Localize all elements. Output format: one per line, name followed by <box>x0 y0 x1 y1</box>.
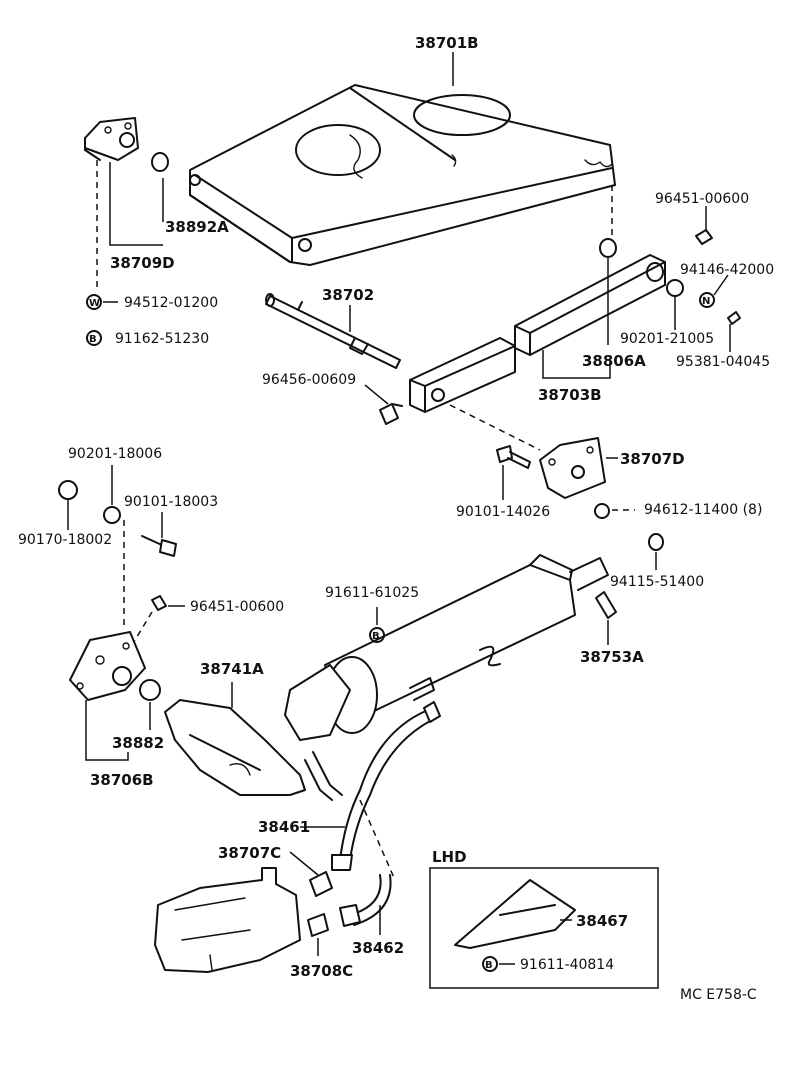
bolt-96451-mid <box>151 595 167 611</box>
label-90101-14026: 90101-14026 <box>456 504 550 520</box>
label-95381: 95381-04045 <box>676 354 770 370</box>
fitting-38707c <box>309 871 333 897</box>
label-90170: 90170-18002 <box>18 532 112 548</box>
pin-38753a <box>595 591 617 619</box>
bolt-96451-top <box>695 229 713 245</box>
bushing-38882 <box>139 679 161 701</box>
valve-body <box>154 867 301 973</box>
rail-38703b <box>409 254 666 413</box>
label-90101-18003: 90101-18003 <box>124 494 218 510</box>
svg-text:W: W <box>89 298 100 309</box>
label-38462: 38462 <box>352 939 404 957</box>
svg-text:B: B <box>89 334 97 345</box>
washer-symbol-w: W <box>86 294 102 310</box>
bracket-38707d <box>539 437 606 499</box>
label-38806a: 38806A <box>582 352 646 370</box>
hose-38461 <box>331 701 441 871</box>
label-94612: 94612-11400 (8) <box>644 502 762 518</box>
label-91162-51230: 91162-51230 <box>115 331 209 347</box>
label-94512-01200: 94512-01200 <box>124 295 218 311</box>
svg-text:B: B <box>372 631 380 642</box>
shaft-38702 <box>265 293 401 369</box>
label-90201-18006: 90201-18006 <box>68 446 162 462</box>
figure-code: MC E758-C <box>680 987 757 1003</box>
bolt-90101-14026 <box>496 445 531 469</box>
label-91611-61025: 91611-61025 <box>325 585 419 601</box>
nut-90170 <box>58 480 78 500</box>
label-90201-21005: 90201-21005 <box>620 331 714 347</box>
steering-column-tube <box>284 554 609 741</box>
label-38706b: 38706B <box>90 771 154 789</box>
label-38702: 38702 <box>322 286 374 304</box>
label-94115: 94115-51400 <box>610 574 704 590</box>
label-38701b: 38701B <box>415 34 479 52</box>
label-38709d: 38709D <box>110 254 175 272</box>
svg-text:N: N <box>702 296 710 307</box>
label-38882: 38882 <box>112 734 164 752</box>
svg-text:B: B <box>485 960 493 971</box>
label-38707d: 38707D <box>620 450 685 468</box>
label-38707c: 38707C <box>218 844 281 862</box>
washer-90201-21005 <box>666 279 684 297</box>
nut-94612 <box>594 503 610 519</box>
bolt-symbol-b-91611: B <box>369 627 385 643</box>
nut-94115 <box>648 533 664 551</box>
bolt-90101-18003 <box>141 535 177 557</box>
bracket-38706b <box>69 631 146 701</box>
pin-95381 <box>727 311 741 325</box>
label-38892a: 38892A <box>165 218 229 236</box>
hose-38462 <box>339 874 392 927</box>
label-38461: 38461 <box>258 818 310 836</box>
bolt-symbol-b: B <box>86 330 102 346</box>
label-96451-mid: 96451-00600 <box>190 599 284 615</box>
label-96456: 96456-00609 <box>262 372 356 388</box>
label-38741a: 38741A <box>200 660 264 678</box>
clip-96456 <box>379 403 403 425</box>
label-38753a: 38753A <box>580 648 644 666</box>
washer-90201-18006 <box>103 506 121 524</box>
label-38708c: 38708C <box>290 962 353 980</box>
crossmember-38701b <box>189 84 616 266</box>
boot-38741a <box>164 699 306 796</box>
label-94146: 94146-42000 <box>680 262 774 278</box>
bushing-38806a <box>599 238 617 258</box>
inset-title: LHD <box>432 848 467 866</box>
fitting-38708c <box>307 913 329 937</box>
label-38703b: 38703B <box>538 386 602 404</box>
nut-94146: N <box>699 292 715 308</box>
label-91611-40814: 91611-40814 <box>520 957 614 973</box>
inset-lhd: LHD 38467 B 91611-40814 <box>429 848 659 989</box>
bracket-38709d <box>84 117 139 161</box>
label-38467: 38467 <box>576 912 628 930</box>
bushing-38892a <box>151 152 169 172</box>
label-96451-top: 96451-00600 <box>655 191 749 207</box>
